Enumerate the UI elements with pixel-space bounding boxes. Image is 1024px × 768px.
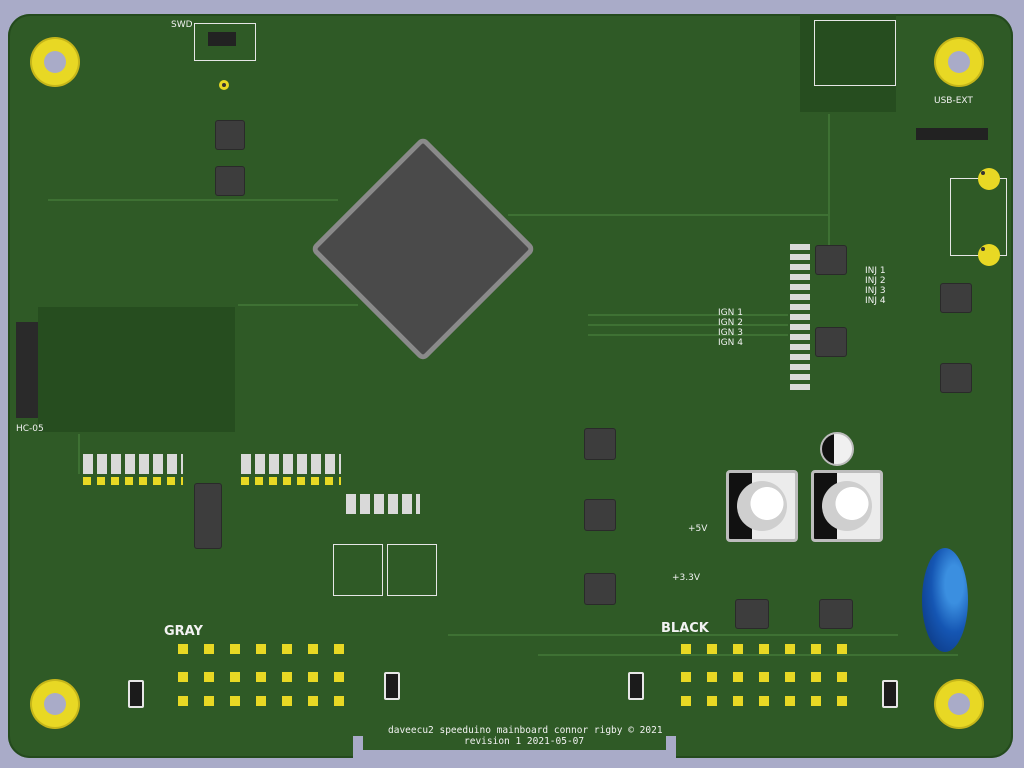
gray-connector-pins-row1 xyxy=(178,644,346,654)
board-notch-right xyxy=(666,736,676,758)
ground-pour-hc05 xyxy=(38,307,235,432)
small-capacitor xyxy=(820,432,854,466)
trace xyxy=(588,314,788,316)
mcu-chip xyxy=(309,135,537,363)
black-connector-pins-row1 xyxy=(681,644,849,654)
pad-row-mid xyxy=(241,477,341,485)
ign-4-label: IGN 4 xyxy=(718,338,743,348)
mosfet-driver-2 xyxy=(585,500,615,530)
mounting-hole-bottom-left xyxy=(32,681,78,727)
swd-pins xyxy=(208,32,236,46)
ignition-driver-ic-1 xyxy=(816,246,846,274)
via xyxy=(219,80,229,90)
mounting-hole-top-right xyxy=(936,39,982,85)
connector-pad-column xyxy=(790,244,810,394)
right-connector-outline xyxy=(950,178,1007,256)
mounting-hole-bottom-right xyxy=(936,681,982,727)
resistor-row-mid xyxy=(241,454,341,474)
gray-connector-pins-row3 xyxy=(178,696,346,706)
connector-hole-bottom xyxy=(978,244,1000,266)
usb-ext-header xyxy=(916,128,988,140)
gray-connector-label: GRAY xyxy=(164,624,203,639)
connector-slot-1 xyxy=(128,680,144,708)
connector-slot-2 xyxy=(384,672,400,700)
hc05-header xyxy=(16,322,38,418)
trace xyxy=(48,199,338,201)
black-connector-pins-row3 xyxy=(681,696,849,706)
swd-header-outline xyxy=(194,23,256,61)
resistor-row-left xyxy=(83,454,183,474)
ground-pour-usb xyxy=(800,14,896,112)
ign-3-label: IGN 3 xyxy=(718,328,743,338)
eeprom-ic-1 xyxy=(216,121,244,149)
board-title-text: daveecu2 speeduino mainboard connor rigb… xyxy=(388,725,663,736)
regulator-ic-2 xyxy=(820,600,852,628)
inj-3-label: INJ 3 xyxy=(865,286,886,296)
trace xyxy=(828,114,830,254)
board-notch-left xyxy=(353,736,363,758)
5v-label: +5V xyxy=(688,524,708,534)
trace xyxy=(538,654,958,656)
trace xyxy=(588,334,788,336)
driver-ic-left xyxy=(195,484,221,548)
mosfet-driver-3 xyxy=(585,574,615,604)
3v3-label: +3.3V xyxy=(672,573,701,583)
usb-ext-label: USB-EXT xyxy=(934,96,973,106)
ign-2-label: IGN 2 xyxy=(718,318,743,328)
connector-slot-4 xyxy=(882,680,898,708)
ignition-driver-ic-2 xyxy=(816,328,846,356)
inj-2-label: INJ 2 xyxy=(865,276,886,286)
gray-connector-pins-row2 xyxy=(178,672,346,682)
board-edge-cutout xyxy=(363,750,666,758)
hc05-label: HC-05 xyxy=(16,424,44,434)
resistor-row-bottom xyxy=(346,494,420,514)
trace xyxy=(448,634,898,636)
inj-1-label: INJ 1 xyxy=(865,266,886,276)
electrolytic-capacitor-1 xyxy=(726,470,798,542)
black-connector-label: BLACK xyxy=(661,621,709,636)
board-revision-text: revision 1 2021-05-07 xyxy=(464,736,585,747)
trace xyxy=(508,214,828,216)
trace xyxy=(78,434,80,474)
usb-connector-outline xyxy=(814,20,896,86)
electrolytic-capacitor-2 xyxy=(811,470,883,542)
connector-hole-top xyxy=(978,168,1000,190)
inj-4-label: INJ 4 xyxy=(865,296,886,306)
connector-slot-3 xyxy=(628,672,644,700)
pad-row-left xyxy=(83,477,183,485)
trace xyxy=(588,324,788,326)
module-outline-left xyxy=(333,544,383,596)
injector-driver-ic-2 xyxy=(941,364,971,392)
injector-driver-ic-1 xyxy=(941,284,971,312)
swd-label: SWD xyxy=(171,20,193,30)
mounting-hole-top-left xyxy=(32,39,78,85)
pcb-board: SWD HC-05 IGN 1 IGN 2 IGN 3 IGN 4 INJ 1 … xyxy=(8,14,1013,758)
regulator-ic-1 xyxy=(736,600,768,628)
trace xyxy=(238,304,358,306)
mosfet-driver-1 xyxy=(585,429,615,459)
black-connector-pins-row2 xyxy=(681,672,849,682)
blue-component xyxy=(922,548,968,652)
module-outline-right xyxy=(387,544,437,596)
eeprom-ic-2 xyxy=(216,167,244,195)
ign-1-label: IGN 1 xyxy=(718,308,743,318)
